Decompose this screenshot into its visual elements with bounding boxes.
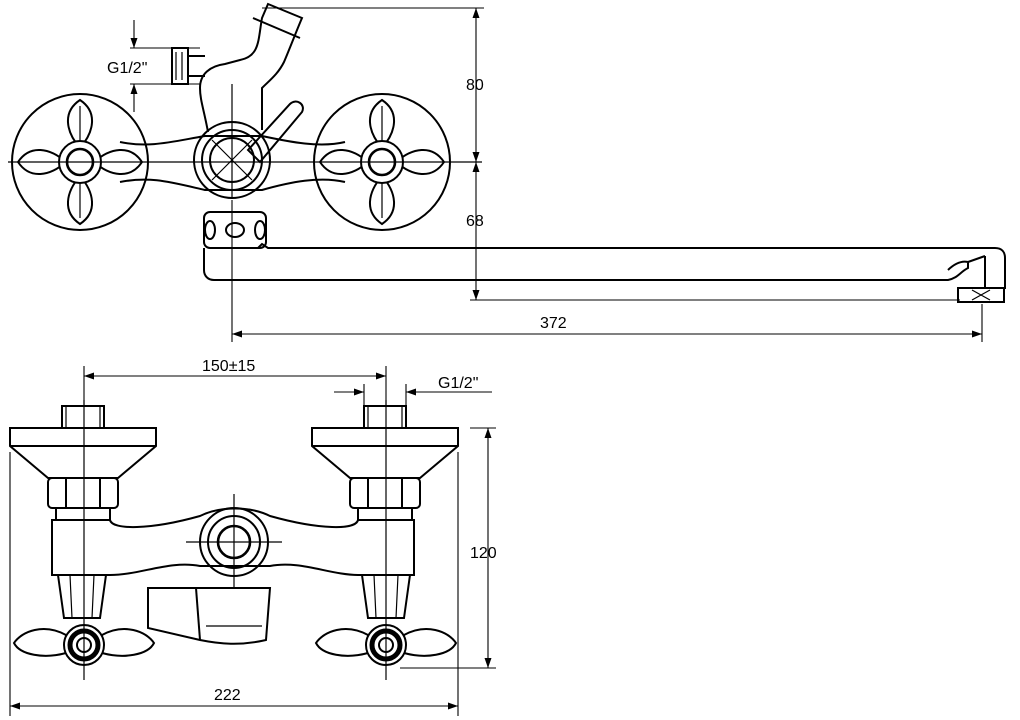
- right-cover: [311, 427, 459, 479]
- aerator: [957, 287, 1005, 303]
- spout-nut: [203, 211, 267, 249]
- thread-top-label: G1/2": [107, 60, 147, 77]
- height-80-label: 80: [466, 77, 484, 94]
- diverter-lever: [246, 100, 304, 164]
- front-view: [9, 400, 459, 680]
- spout: [257, 242, 1006, 289]
- spout-length-label: 372: [540, 315, 567, 332]
- left-cover: [9, 427, 157, 479]
- outlet-thread: [171, 47, 189, 85]
- top-dimensions: G1/2" 80 68 372: [107, 7, 983, 342]
- height-120-label: 120: [470, 545, 497, 562]
- front-spout: [147, 587, 272, 645]
- right-inlet: [363, 405, 407, 429]
- width-222-label: 222: [214, 687, 241, 704]
- front-body: [51, 507, 415, 576]
- shower-outlet: [198, 2, 304, 133]
- right-nut: [349, 477, 421, 509]
- left-nut: [47, 477, 119, 509]
- height-68-label: 68: [466, 213, 484, 230]
- front-dimensions: 150±15 G1/2" 120 222: [9, 358, 497, 716]
- thread-front-label: G1/2": [438, 375, 478, 392]
- center-distance-label: 150±15: [202, 358, 255, 375]
- top-view: [8, 2, 1006, 303]
- left-inlet: [61, 405, 105, 429]
